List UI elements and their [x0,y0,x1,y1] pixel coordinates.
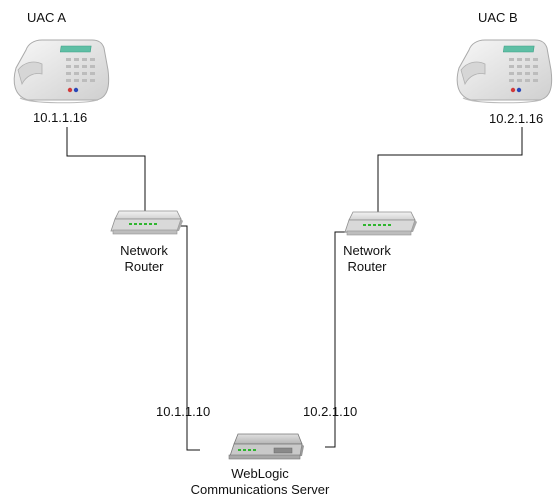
router-b-label-line1: Network [343,243,391,258]
router-b-label-line2: Router [347,259,387,274]
link-router-a-server [174,225,200,451]
uac-b-ip-label: 10.2.1.16 [489,111,544,126]
link-uac-b-router-b [377,127,523,213]
server-label-line1: WebLogic [231,466,289,481]
router-a-label-line1: Network [120,243,168,258]
uac-a-label: UAC A [27,10,67,25]
server-label-line2: Communications Server [190,482,330,497]
server-port-b-ip-label: 10.2.1.10 [303,404,358,419]
router-icon [110,210,183,235]
router-a-label-line2: Router [124,259,164,274]
router-a-label: Network Router [104,243,184,275]
router-b-label: Network Router [327,243,407,275]
uac-b-label: UAC B [478,10,518,25]
link-uac-a-router-a [66,127,146,212]
router-icon [344,211,417,236]
uac-a-ip-label: 10.1.1.16 [33,110,88,125]
connection-lines [66,127,523,451]
phone-icon [13,39,110,104]
phone-icon [456,39,553,104]
server-label: WebLogic Communications Server [160,466,360,498]
link-router-b-server [325,231,347,448]
server-icon [228,433,304,460]
server-port-a-ip-label: 10.1.1.10 [156,404,211,419]
